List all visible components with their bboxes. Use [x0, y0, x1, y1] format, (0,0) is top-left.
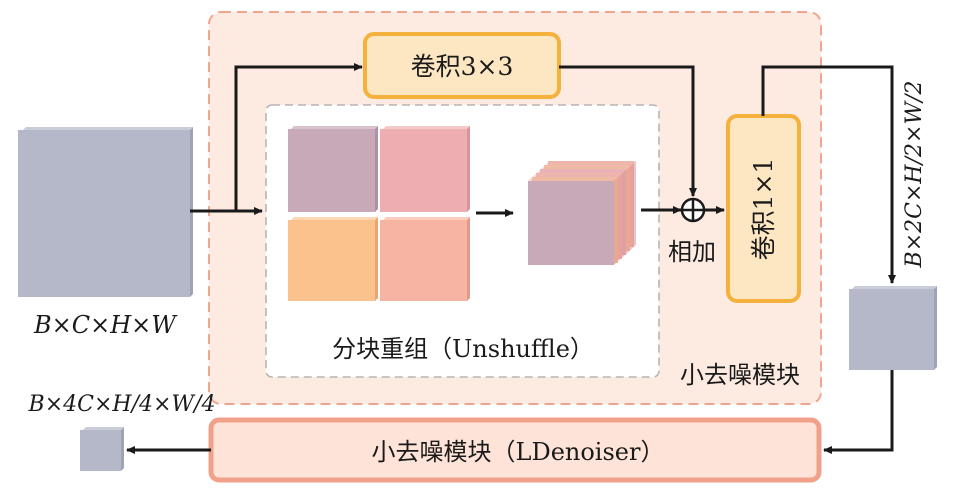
output-feature-map	[80, 427, 124, 471]
add-label: 相加	[668, 238, 716, 266]
tile-top-right	[380, 126, 470, 212]
input-dims-label: B×C×H×W	[33, 311, 178, 339]
conv3x3-block: 卷积3×3	[363, 32, 561, 99]
unshuffle-tiles	[288, 126, 470, 301]
tile-bottom-right	[380, 217, 470, 301]
stacked-channels	[528, 161, 636, 265]
add-operator-icon	[680, 197, 706, 223]
conv3x3-label: 卷积3×3	[411, 52, 514, 81]
tile-top-left	[288, 126, 378, 212]
output-dims-label: B×4C×H/4×W/4	[28, 392, 216, 417]
tile-bottom-left	[288, 217, 378, 301]
right-dims-label: B×2C×H/2×W/2	[902, 81, 927, 269]
conv1-to-right-map-arrow	[761, 65, 896, 284]
conv1x1-label: 卷积1×1	[749, 158, 778, 261]
conv1x1-block: 卷积1×1	[726, 114, 801, 303]
right-map-to-ldenoiser-arrow	[823, 370, 894, 454]
unshuffle-label: 分块重组（Unshuffle）	[332, 335, 594, 363]
conv3-to-add-arrow	[559, 65, 697, 197]
input-split-arrows	[190, 63, 363, 215]
input-feature-map	[18, 127, 193, 297]
ldenoiser-label: 小去噪模块（LDenoiser）	[372, 438, 665, 466]
ldenoiser-box: 小去噪模块（LDenoiser）	[208, 417, 822, 483]
small-denoiser-label: 小去噪模块	[680, 361, 800, 389]
right-feature-map	[849, 286, 937, 370]
